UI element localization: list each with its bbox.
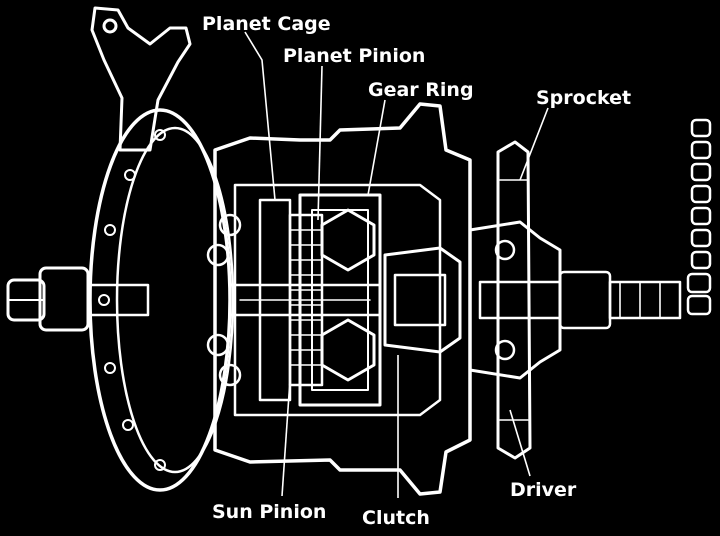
hub-shell [213, 102, 472, 496]
driver [468, 220, 562, 380]
leader-lines [244, 31, 549, 498]
label-sprocket: Sprocket [536, 87, 631, 109]
left-axle-nut [6, 266, 150, 332]
label-clutch: Clutch [362, 507, 430, 529]
label-planet-pinion: Planet Pinion [283, 45, 425, 67]
right-axle [558, 270, 682, 330]
label-driver: Driver [510, 479, 577, 501]
gear-train [228, 193, 382, 407]
label-sun-pinion: Sun Pinion [212, 501, 326, 523]
left-flange [88, 108, 235, 492]
label-gear-ring: Gear Ring [368, 79, 474, 101]
clutch [383, 246, 462, 354]
label-planet-cage: Planet Cage [202, 13, 331, 35]
chain [686, 118, 712, 316]
mounting-bracket [90, 6, 192, 152]
left-bearing [206, 213, 242, 387]
spoke-holes [98, 129, 166, 471]
sprocket [496, 140, 532, 460]
